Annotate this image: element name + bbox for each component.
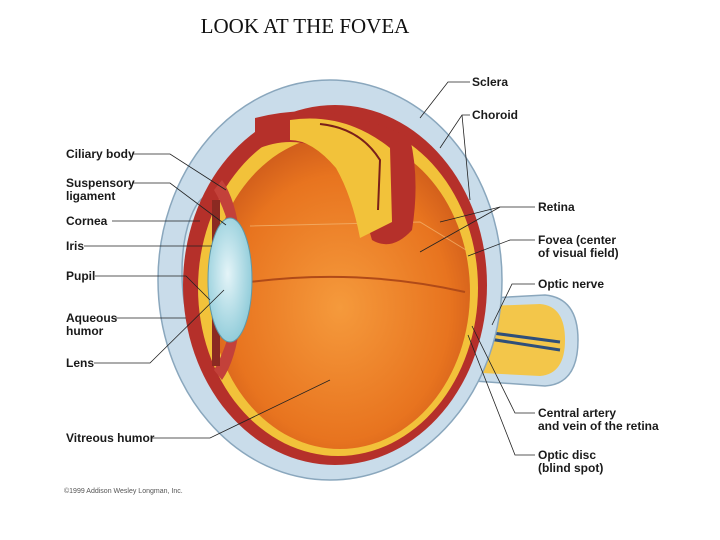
label-retina: Retina — [538, 201, 575, 214]
label-cornea: Cornea — [66, 215, 107, 228]
label-aqueous-line2: humor — [66, 325, 117, 338]
label-vitreous-humor: Vitreous humor — [66, 432, 154, 445]
label-choroid: Choroid — [472, 109, 518, 122]
lens-shape — [208, 218, 252, 342]
label-pupil: Pupil — [66, 270, 95, 283]
label-sclera: Sclera — [472, 76, 508, 89]
label-iris: Iris — [66, 240, 84, 253]
label-optic-nerve: Optic nerve — [538, 278, 604, 291]
label-optic-disc: Optic disc (blind spot) — [538, 449, 603, 475]
label-central-artery: Central artery and vein of the retina — [538, 407, 659, 433]
label-aqueous-humor: Aqueous humor — [66, 312, 117, 338]
label-suspensory-ligament: Suspensory ligament — [66, 177, 135, 203]
label-optic-disc-line2: (blind spot) — [538, 462, 603, 475]
label-fovea: Fovea (center of visual field) — [538, 234, 619, 260]
label-fovea-line2: of visual field) — [538, 247, 619, 260]
label-central-artery-line2: and vein of the retina — [538, 420, 659, 433]
label-ciliary-body: Ciliary body — [66, 148, 135, 161]
copyright-notice: ©1999 Addison Wesley Longman, Inc. — [64, 488, 183, 495]
label-lens: Lens — [66, 357, 94, 370]
label-suspensory-line2: ligament — [66, 190, 135, 203]
